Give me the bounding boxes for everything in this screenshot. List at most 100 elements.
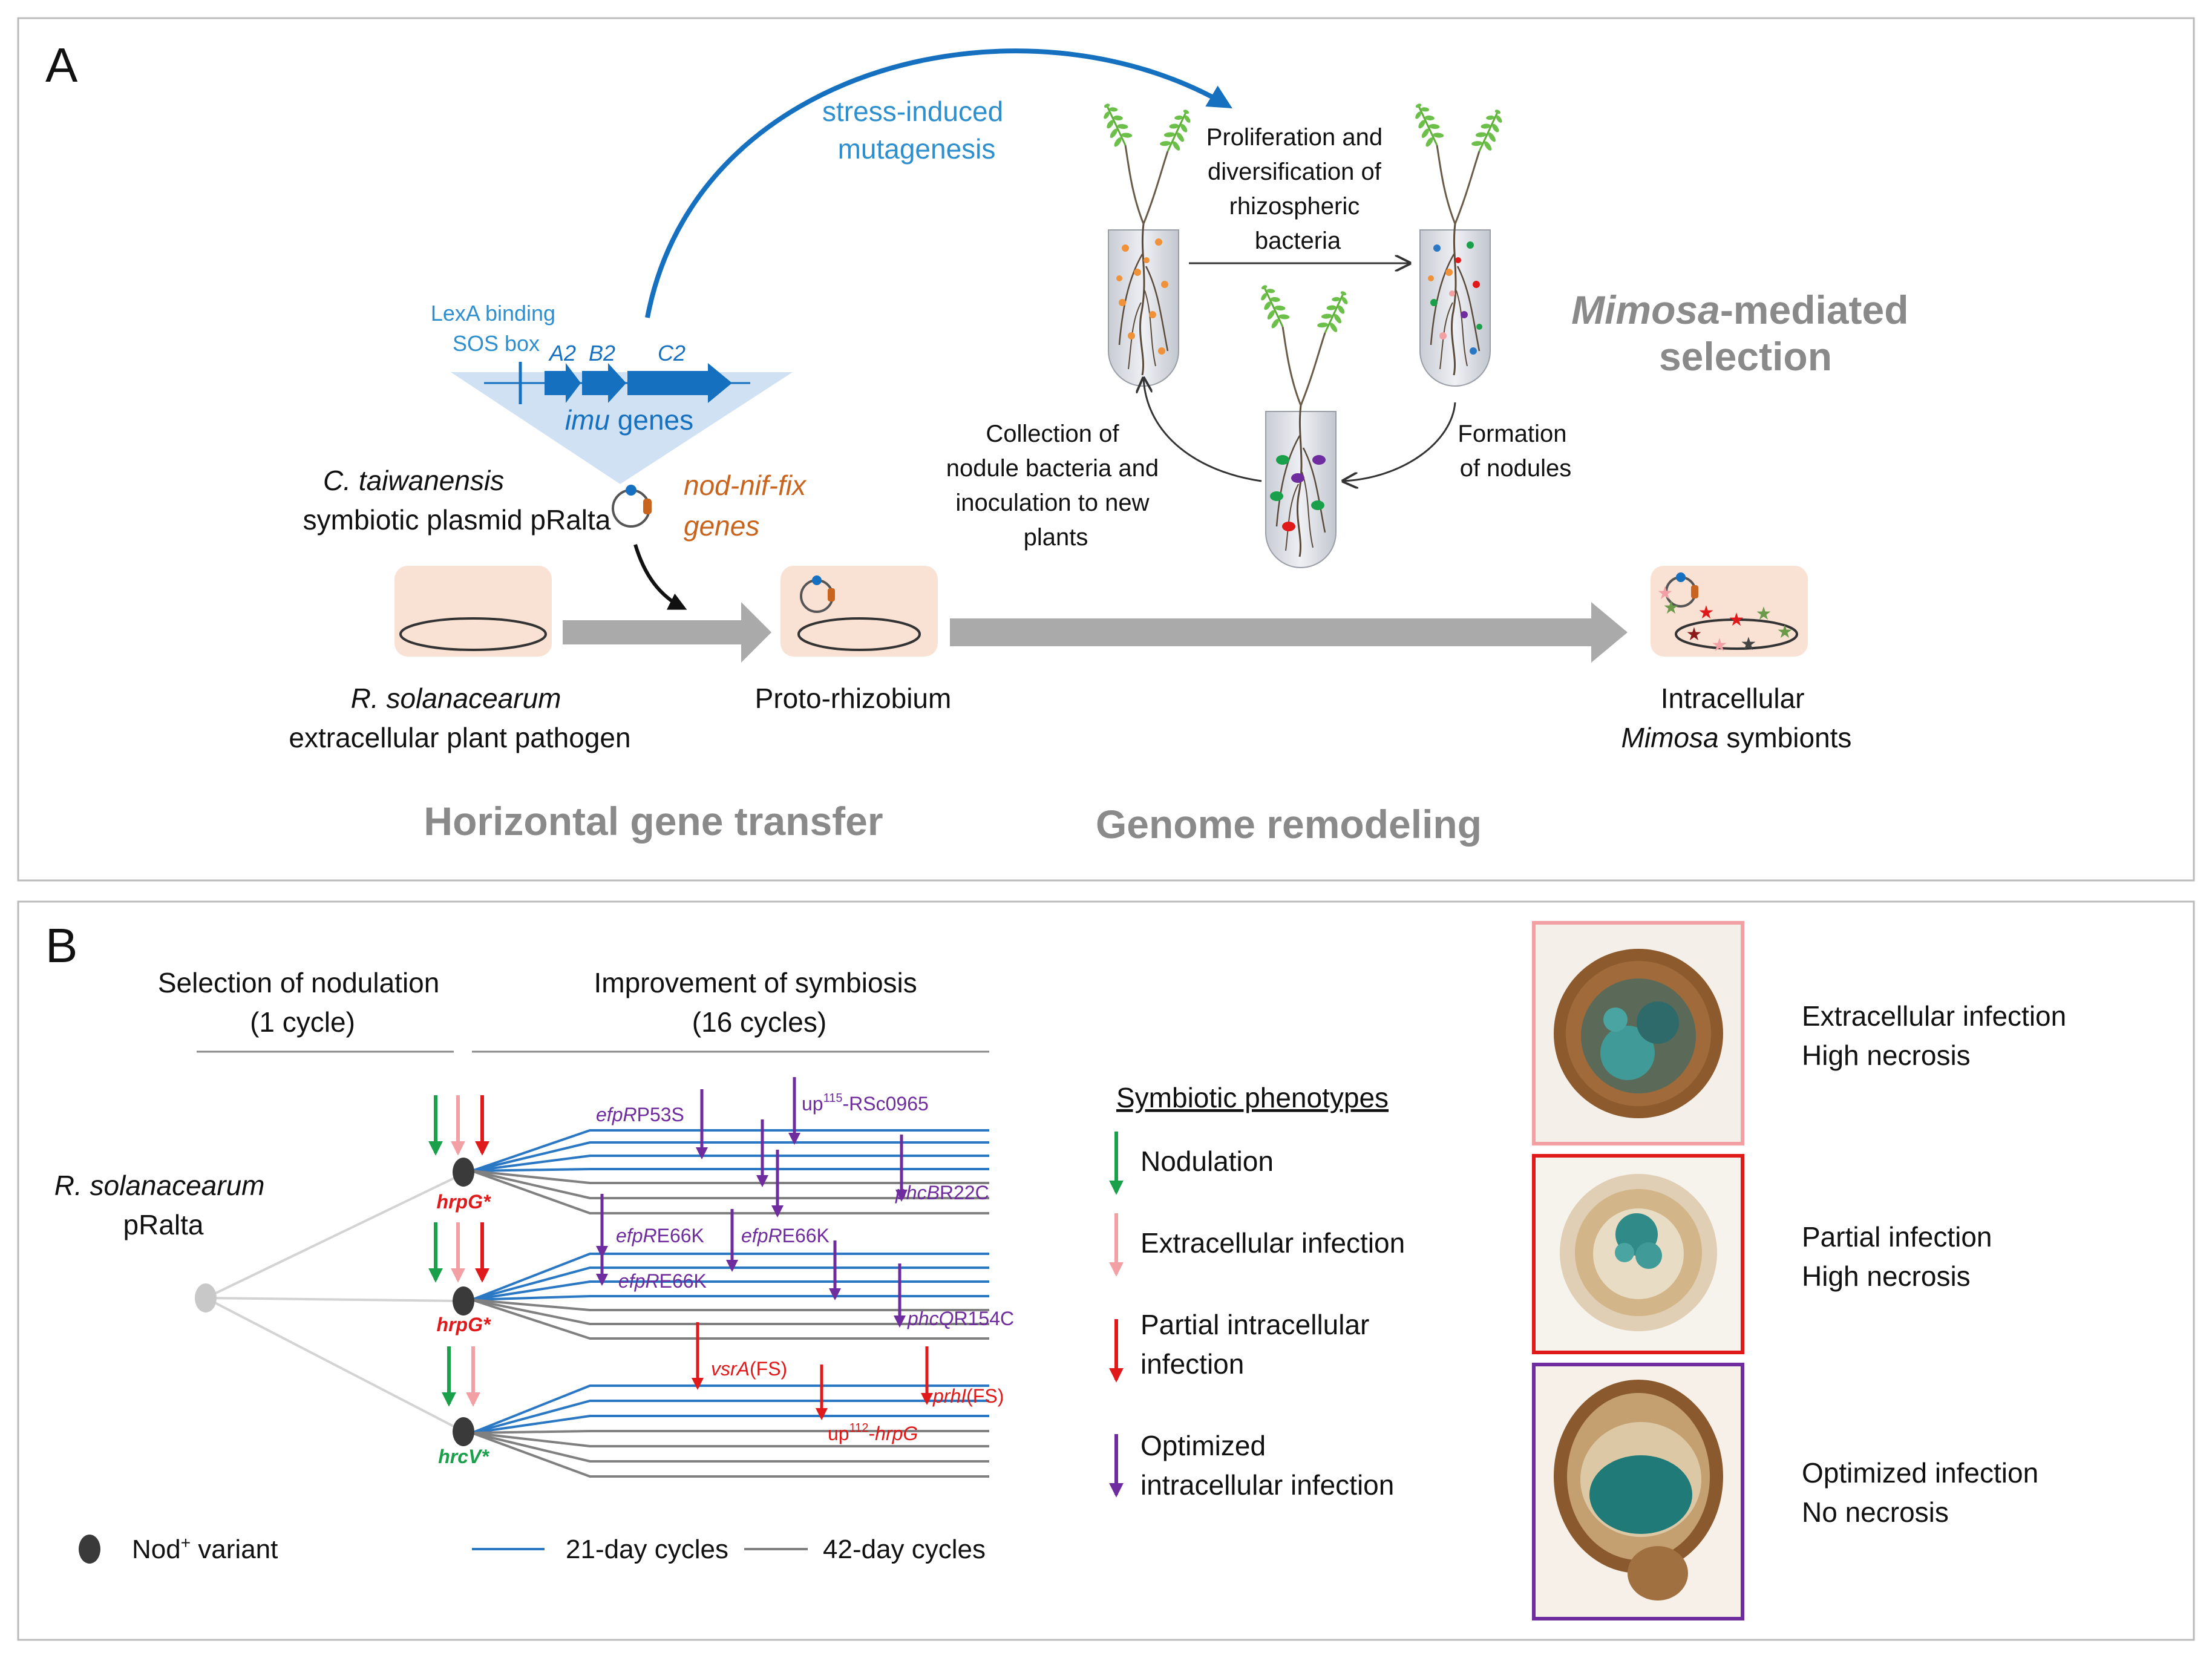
- proto-plasmid-orange: [828, 588, 835, 601]
- svg-text:★: ★: [1712, 635, 1728, 655]
- rs-label: R. solanacearum extracellular plant path…: [289, 683, 630, 753]
- svg-text:★: ★: [1663, 598, 1680, 618]
- panel-a-label: A: [45, 38, 78, 92]
- mut-up112-hrpg: up112-hrpG: [828, 1421, 918, 1444]
- rs-pralta-label: R. solanacearum pRalta: [54, 1170, 273, 1240]
- mut-efpr-p53s: efpRP53S: [596, 1104, 684, 1126]
- nod-variant-node-1: [453, 1158, 474, 1187]
- gene-a2-label: A2: [548, 341, 576, 365]
- gene-c2-label: C2: [658, 341, 686, 365]
- remodel-heading: Genome remodeling: [1096, 802, 1482, 847]
- panel-b-label: B: [45, 919, 77, 972]
- img3-text: Optimized infection No necrosis: [1802, 1457, 2046, 1528]
- remodel-arrow: [950, 602, 1628, 663]
- rs-chromosome: [399, 617, 547, 651]
- svg-text:★: ★: [1777, 622, 1793, 642]
- branch-to-node2: [205, 1297, 463, 1302]
- rs-cell: [394, 566, 552, 657]
- svg-text:★: ★: [1686, 624, 1703, 644]
- proto-cell: [780, 566, 938, 657]
- node1-mutation: hrpG*: [437, 1191, 491, 1213]
- gene-b2-arrow: [582, 363, 626, 403]
- img1-text: Extracellular infection High necrosis: [1802, 1000, 2074, 1071]
- mut-efpr-e66k-2: efpRE66K: [741, 1225, 830, 1247]
- nodule-image-partial: [1532, 1154, 1744, 1354]
- phen-nod-label: Nodulation: [1140, 1145, 1274, 1177]
- tube-left: [1096, 99, 1197, 386]
- symbiont-chromosome: [1675, 618, 1798, 650]
- mutation-arrows: [596, 1077, 933, 1420]
- improvement-header: Improvement of symbiosis (16 cycles): [594, 967, 924, 1038]
- legend-42-label: 42-day cycles: [823, 1535, 986, 1564]
- img2-text: Partial infection High necrosis: [1802, 1221, 2000, 1292]
- symbiont-cell: [1651, 566, 1808, 657]
- panel-a-frame: [17, 17, 2195, 882]
- symbiont-plasmid-blue: [1676, 572, 1686, 582]
- tube-bottom: [1253, 281, 1354, 568]
- hgt-arrow: [563, 602, 771, 663]
- mut-efpr-e66k-3: efpRE66K: [618, 1270, 707, 1292]
- lineage-fan-1: [471, 1129, 989, 1214]
- cycle-arrow-right: [1343, 402, 1456, 481]
- nodule-image-extracellular: [1532, 921, 1744, 1145]
- stress-arc-arrow: [645, 48, 1232, 318]
- lexa-label: LexA binding SOS box: [431, 301, 561, 356]
- legend-nod-node: [79, 1535, 100, 1564]
- mut-phcq-r154c: phcQR154C: [907, 1308, 1014, 1329]
- gene-b2-label: B2: [589, 341, 615, 365]
- node2-phenotype-arrows: [428, 1222, 489, 1283]
- node2-mutation: hrpG*: [437, 1314, 491, 1335]
- panel-b-frame: [17, 900, 2195, 1641]
- branch-to-node3: [205, 1297, 463, 1432]
- nod-variant-node-3: [453, 1417, 474, 1446]
- ct-label: C. taiwanensis symbiotic plasmid pRalta: [303, 465, 611, 536]
- legend-21-label: 21-day cycles: [566, 1535, 728, 1564]
- node1-phenotype-arrows: [428, 1095, 489, 1156]
- prolif-label: Proliferation and diversification of rhi…: [1206, 124, 1389, 254]
- node3-mutation: hrcV*: [438, 1446, 489, 1467]
- gene-a2-arrow: [545, 363, 581, 403]
- ancestor-node: [195, 1283, 217, 1312]
- imu-triangle: [451, 372, 793, 484]
- stress-label: stress-induced mutagenesis: [822, 96, 1011, 165]
- svg-text:★: ★: [1741, 634, 1757, 654]
- imu-genes-label: imu genes: [565, 404, 693, 436]
- symbiont-plasmid-orange: [1691, 585, 1698, 598]
- phenotypes-title: Symbiotic phenotypes: [1116, 1082, 1389, 1113]
- transfer-arrow: [633, 544, 687, 610]
- node3-phenotype-arrows: [442, 1346, 480, 1407]
- branch-to-node1: [205, 1173, 463, 1299]
- mutation-stars: ★ ★ ★ ★ ★ ★ ★ ★ ★: [1657, 583, 1793, 655]
- tube-right: [1407, 99, 1508, 386]
- mimosa-selection-heading: Mimosa-mediated selection: [1571, 287, 1920, 379]
- nod-nif-fix-label: nod-nif-fix genes: [684, 470, 814, 542]
- svg-text:★: ★: [1698, 603, 1715, 623]
- mut-vsra-fs: vsrA(FS): [711, 1358, 787, 1380]
- nodule-image-optimized: [1532, 1363, 1744, 1620]
- selection-header: Selection of nodulation (1 cycle): [158, 967, 447, 1038]
- plasmid-orange-block: [643, 499, 652, 514]
- collection-label: Collection of nodule bacteria and inocul…: [946, 421, 1166, 551]
- formation-label: Formation of nodules: [1458, 421, 1573, 482]
- lineage-fan-3: [471, 1384, 989, 1478]
- mut-efpr-e66k-1: efpRE66K: [616, 1225, 704, 1247]
- svg-text:★: ★: [1729, 610, 1745, 630]
- phen-partial-label: Partial intracellular infection: [1140, 1309, 1377, 1380]
- proto-chromosome: [797, 617, 921, 651]
- svg-text:★: ★: [1756, 604, 1772, 624]
- hgt-heading: Horizontal gene transfer: [424, 799, 883, 844]
- gene-c2-arrow: [627, 363, 732, 403]
- plasmid-blue-dot: [626, 485, 636, 496]
- proto-label: Proto-rhizobium: [755, 683, 952, 714]
- intra-label: Intracellular Mimosa symbionts: [1621, 683, 1852, 753]
- mut-up115: up115-RSc0965: [802, 1092, 929, 1115]
- proto-plasmid-blue: [812, 575, 822, 585]
- mut-prhi-fs: prhI(FS): [932, 1385, 1004, 1407]
- nod-variant-node-2: [453, 1286, 474, 1316]
- phen-opt-label: Optimized intracellular infection: [1140, 1430, 1394, 1501]
- cycle-arrow-left: [1144, 378, 1262, 482]
- svg-text:★: ★: [1657, 583, 1674, 603]
- lineage-fan-2: [471, 1253, 989, 1340]
- legend-nod-label: Nod+ variant: [132, 1533, 278, 1564]
